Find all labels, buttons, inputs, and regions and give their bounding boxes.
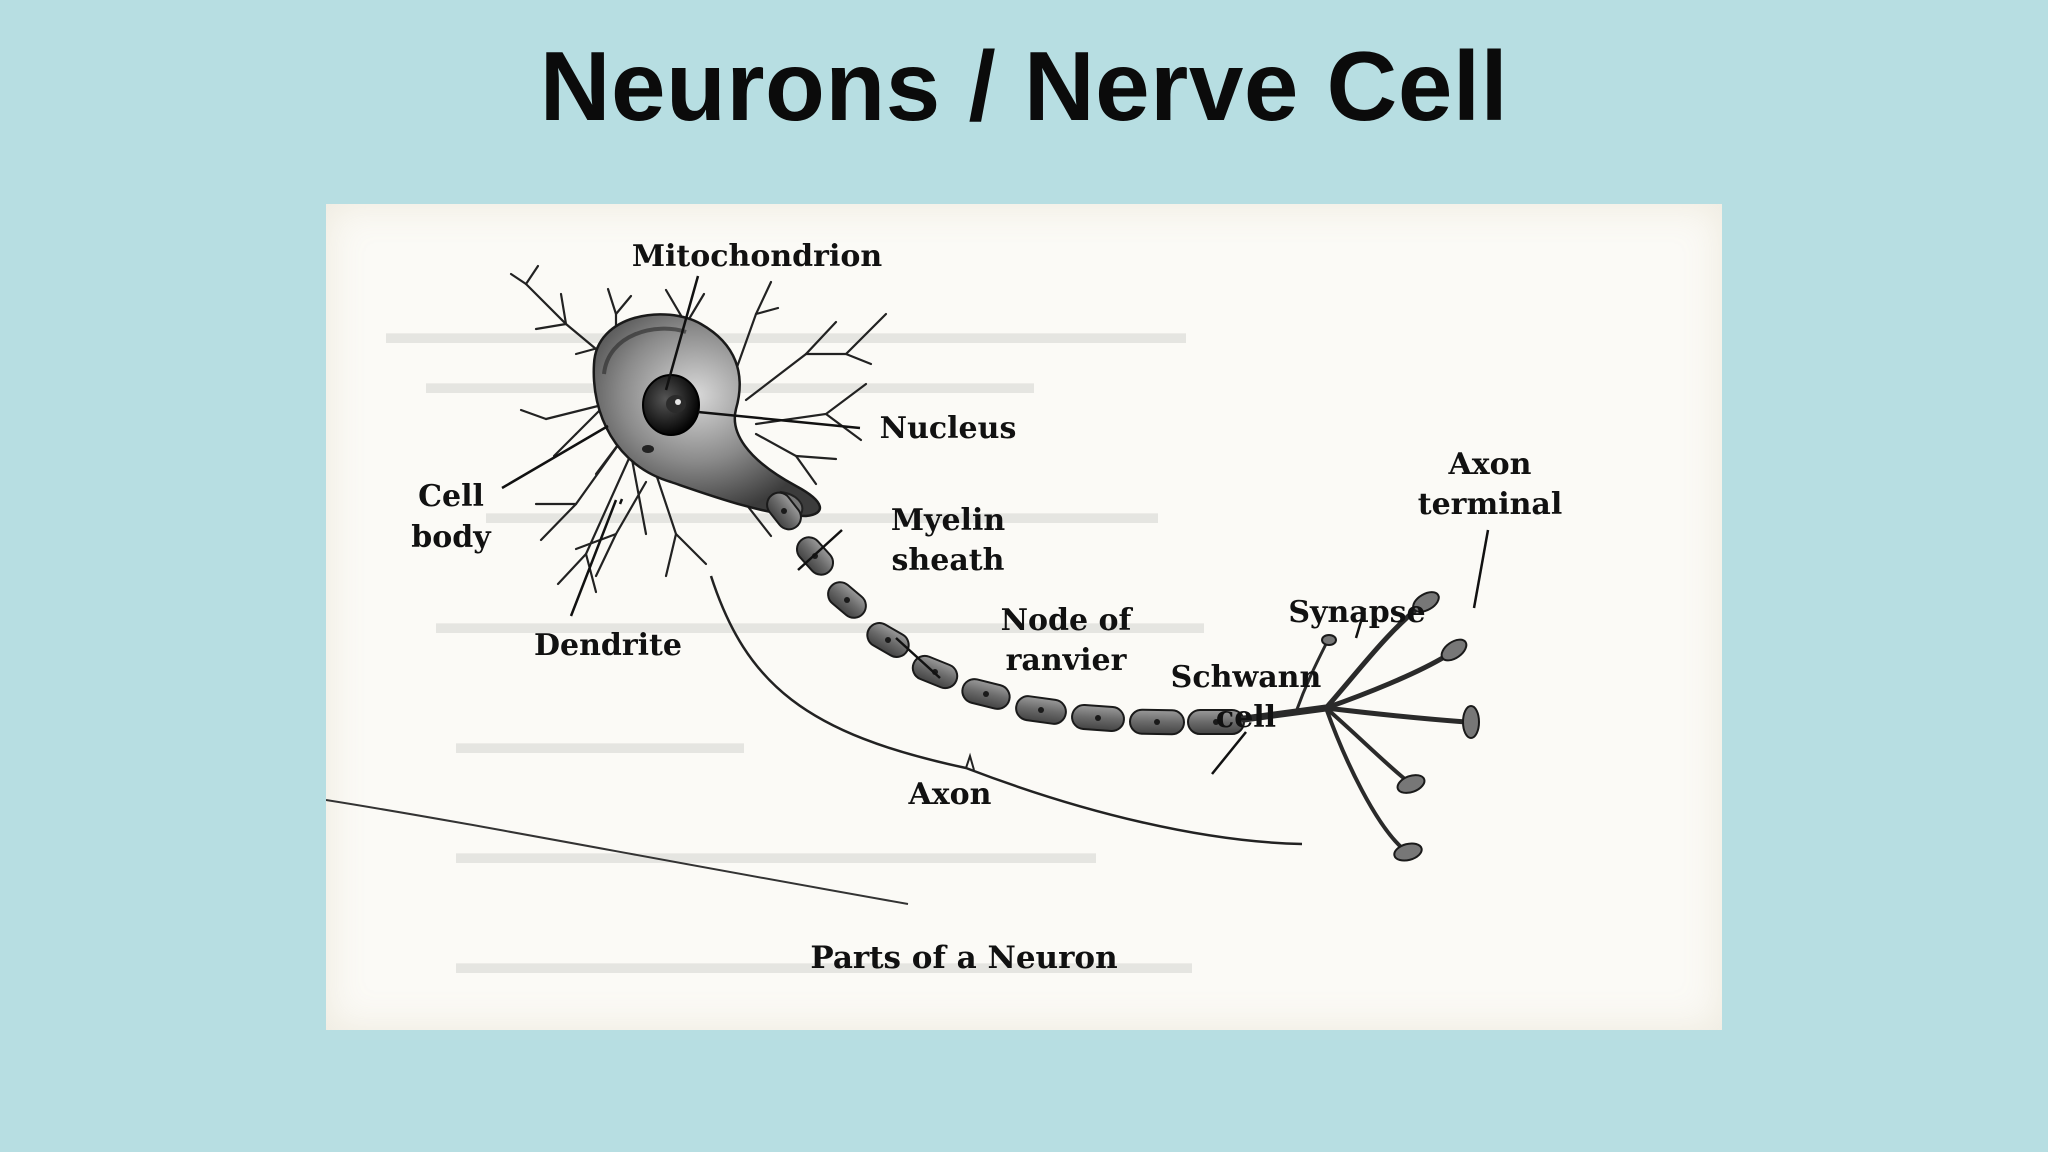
axon-terminal-branches [1240,605,1469,850]
label-myelin-line2: sheath [892,543,1005,578]
paper-bleed-through: ▬▬▬▬▬▬▬▬▬▬▬▬▬▬▬▬▬▬▬▬▬▬▬▬▬ [386,314,1186,350]
label-node-line1: Node of [1001,603,1134,638]
label-axon: Axon [908,777,992,812]
paper-bleed-through: ▬▬▬▬▬▬▬▬▬▬▬▬▬▬▬▬▬▬▬▬▬▬▬▬ [436,604,1204,640]
axon-notch [965,752,975,771]
neuron-illustration: Mitochondrion Nucleus Cell body Myelin s… [326,239,1563,976]
label-axon-terminal-line2: terminal [1418,487,1563,522]
paper-bleed-through: ▬▬▬▬▬▬▬▬▬ [456,724,744,760]
leader-lines [501,275,1490,775]
label-dendrite: Dendrite [534,628,682,663]
axon-terminal-bulbs [1321,591,1480,862]
figure-caption: Parts of a Neuron [810,940,1117,976]
label-nucleus: Nucleus [880,411,1017,446]
page-edge-line [326,799,909,905]
cell-body [592,313,822,518]
mitochondrion [642,445,654,453]
paper-bleed-through: ▬▬▬▬▬▬▬▬▬▬▬▬▬▬▬▬▬▬▬▬▬▬▬ [456,944,1192,980]
label-node-line2: ranvier [1006,643,1128,678]
label-cell-body-line2: body [411,520,492,555]
label-synapse: Synapse [1288,595,1425,630]
label-schwann-line1: Schwann [1171,660,1322,695]
label-cell-body-line1: Cell [418,479,484,514]
paper-bleed-through: ▬▬▬▬▬▬▬▬▬▬▬▬▬▬▬▬▬▬▬▬ [456,834,1096,870]
neuron-diagram-panel: ▬▬▬▬▬▬▬▬▬▬▬▬▬▬▬▬▬▬▬▬▬▬▬▬▬ ▬▬▬▬▬▬▬▬▬▬▬▬▬▬… [326,204,1722,1030]
slide-title: Neurons / Nerve Cell [539,31,1509,141]
label-schwann-line2: cell [1216,700,1276,735]
label-mitochondrion: Mitochondrion [632,239,883,274]
label-axon-terminal-line1: Axon [1448,447,1532,482]
paper-bleed-through: ▬▬▬▬▬▬▬▬▬▬▬▬▬▬▬▬▬▬▬▬▬ [486,494,1158,530]
label-myelin-line1: Myelin [891,503,1006,538]
